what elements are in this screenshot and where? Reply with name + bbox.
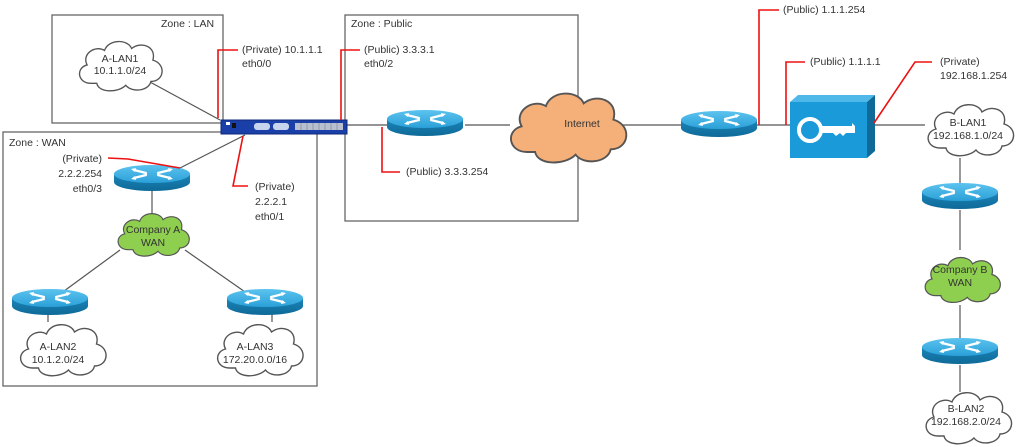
svg-text:192.168.1.0/24: 192.168.1.0/24 bbox=[933, 130, 1003, 142]
zone-public-label: Zone : Public bbox=[351, 18, 412, 30]
link-firewall-router-a bbox=[179, 134, 246, 169]
svg-text:(Public) 1.1.1.254: (Public) 1.1.1.254 bbox=[783, 4, 865, 16]
svg-text:10.1.1.0/24: 10.1.1.0/24 bbox=[94, 65, 147, 77]
zone-lan-label: Zone : LAN bbox=[161, 18, 214, 30]
router-public-icon[interactable] bbox=[385, 108, 465, 137]
svg-text:A-LAN3: A-LAN3 bbox=[237, 341, 274, 353]
callout-eth03: (Private) 2.2.2.254 eth0/3 bbox=[58, 153, 181, 195]
router-a-lan2-icon[interactable] bbox=[10, 287, 90, 316]
svg-text:eth0/2: eth0/2 bbox=[364, 58, 393, 70]
svg-text:10.1.2.0/24: 10.1.2.0/24 bbox=[32, 354, 85, 366]
firewall-appliance-icon[interactable] bbox=[220, 119, 348, 135]
cloud-b-lan1: B-LAN1 192.168.1.0/24 bbox=[927, 104, 1015, 157]
router-b-lan2-icon[interactable] bbox=[920, 336, 1000, 365]
cloud-a-lan2: A-LAN2 10.1.2.0/24 bbox=[19, 323, 107, 377]
link-alan1-firewall bbox=[149, 81, 221, 121]
svg-text:(Private): (Private) bbox=[940, 56, 980, 68]
svg-text:A-LAN1: A-LAN1 bbox=[102, 53, 139, 65]
router-b-lan1-icon[interactable] bbox=[920, 181, 1000, 210]
svg-text:WAN: WAN bbox=[141, 237, 165, 249]
zone-lan: Zone : LAN bbox=[51, 14, 224, 124]
router-a-lan3-icon[interactable] bbox=[225, 287, 305, 316]
svg-text:Company A: Company A bbox=[126, 224, 180, 236]
callout-public-router: (Public) 3.3.3.254 bbox=[381, 127, 488, 178]
svg-text:(Public) 1.1.1.1: (Public) 1.1.1.1 bbox=[810, 56, 881, 68]
cloud-company-a-wan: Company A WAN bbox=[117, 212, 190, 257]
zone-wan: Zone : WAN bbox=[2, 131, 318, 387]
link-wan-router-a2 bbox=[59, 249, 121, 295]
cloud-a-lan1: A-LAN1 10.1.1.0/24 bbox=[78, 40, 163, 92]
svg-text:2.2.2.1: 2.2.2.1 bbox=[255, 196, 287, 208]
callout-vpn-private: (Private) 192.168.1.254 bbox=[873, 56, 1007, 124]
cloud-internet: Internet bbox=[509, 92, 628, 164]
router-b-public-icon[interactable] bbox=[679, 109, 759, 138]
cloud-company-b-wan: Company B WAN bbox=[924, 256, 1002, 304]
svg-text:(Private): (Private) bbox=[62, 153, 102, 165]
callout-eth01: (Private) 2.2.2.1 eth0/1 bbox=[232, 135, 295, 223]
vpn-concentrator-icon[interactable] bbox=[790, 95, 875, 158]
cloud-a-lan3: A-LAN3 172.20.0.0/16 bbox=[216, 323, 304, 377]
callout-eth02: (Public) 3.3.3.1 eth0/2 bbox=[340, 44, 435, 120]
svg-text:eth0/1: eth0/1 bbox=[255, 211, 284, 223]
svg-text:(Public) 3.3.3.1: (Public) 3.3.3.1 bbox=[364, 44, 435, 56]
callout-b-router-public: (Public) 1.1.1.254 bbox=[758, 4, 865, 125]
svg-text:(Private): (Private) bbox=[255, 181, 295, 193]
svg-text:(Private) 10.1.1.1: (Private) 10.1.1.1 bbox=[242, 44, 323, 56]
svg-text:B-LAN1: B-LAN1 bbox=[950, 117, 987, 129]
svg-text:Company B: Company B bbox=[933, 264, 988, 276]
svg-text:B-LAN2: B-LAN2 bbox=[948, 403, 985, 415]
callout-eth00: (Private) 10.1.1.1 eth0/0 bbox=[217, 44, 323, 118]
link-wan-router-a3 bbox=[184, 249, 249, 295]
svg-text:192.168.2.0/24: 192.168.2.0/24 bbox=[931, 416, 1001, 428]
svg-text:WAN: WAN bbox=[948, 277, 972, 289]
links bbox=[47, 81, 961, 392]
svg-text:(Public) 3.3.3.254: (Public) 3.3.3.254 bbox=[406, 166, 488, 178]
callout-vpn-public: (Public) 1.1.1.1 bbox=[785, 56, 881, 125]
svg-text:172.20.0.0/16: 172.20.0.0/16 bbox=[223, 354, 287, 366]
svg-text:eth0/0: eth0/0 bbox=[242, 58, 271, 70]
router-company-a-icon[interactable] bbox=[112, 163, 192, 192]
svg-text:2.2.2.254: 2.2.2.254 bbox=[58, 168, 102, 180]
svg-text:Internet: Internet bbox=[564, 118, 600, 130]
cloud-b-lan2: B-LAN2 192.168.2.0/24 bbox=[925, 392, 1013, 445]
svg-text:A-LAN2: A-LAN2 bbox=[40, 341, 77, 353]
svg-text:eth0/3: eth0/3 bbox=[73, 183, 102, 195]
zone-wan-label: Zone : WAN bbox=[9, 137, 66, 149]
svg-text:192.168.1.254: 192.168.1.254 bbox=[940, 70, 1007, 82]
